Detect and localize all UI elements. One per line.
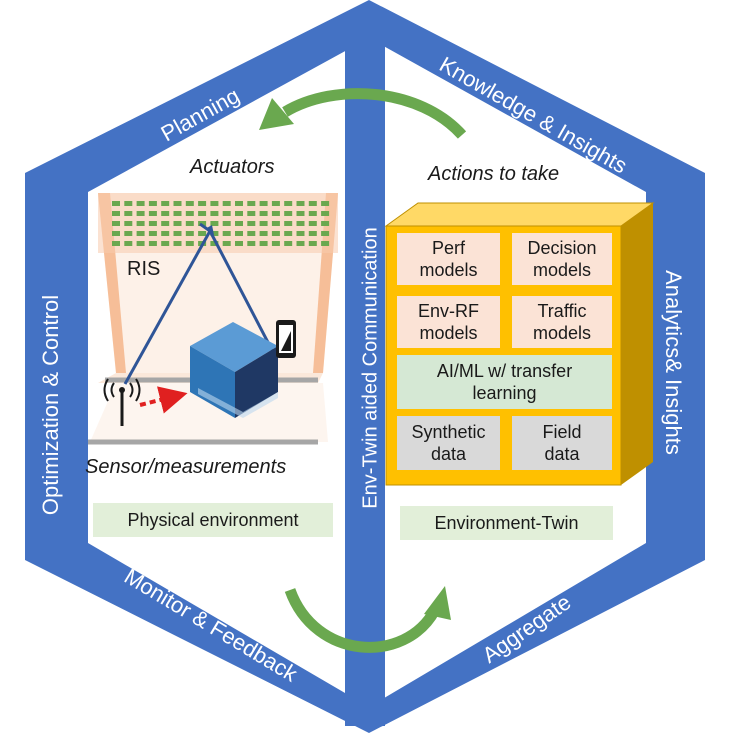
- top-arrow-head: [259, 98, 294, 130]
- ring-label-knowledge: Knowledge & Insights: [435, 52, 631, 179]
- center-divider: [345, 14, 385, 726]
- decision-models-box: Decision models: [512, 233, 612, 285]
- ris-label: RIS: [127, 258, 161, 280]
- center-label: Env-Twin aided Communication: [359, 227, 381, 508]
- ring-label-analytics: Analytics& Insights: [661, 270, 686, 455]
- environment-twin-title: Environment-Twin: [400, 506, 613, 540]
- ring-label-monitor: Monitor & Feedback: [120, 563, 303, 687]
- antenna-icon: [103, 378, 141, 426]
- actions-label: Actions to take: [428, 163, 560, 185]
- sensor-label: Sensor/measurements: [85, 456, 287, 478]
- env-rf-models-box: Env-RF models: [397, 296, 500, 348]
- top-curved-arrow: [282, 88, 467, 139]
- field-data-box: Field data: [512, 416, 612, 470]
- obstacle-cube-icon: [190, 322, 278, 418]
- ris-panel-icon: [112, 201, 330, 246]
- bottom-arrow-head: [424, 586, 451, 620]
- ring-label-optimization: Optimization & Control: [38, 295, 63, 515]
- physical-environment-title: Physical environment: [93, 503, 333, 537]
- signal-direction-arrow: [139, 386, 188, 414]
- traffic-models-box: Traffic models: [512, 296, 612, 348]
- perf-models-box: Perf models: [397, 233, 500, 285]
- aiml-box: AI/ML w/ transfer learning: [397, 355, 612, 409]
- phone-icon: [276, 320, 296, 358]
- actuators-label: Actuators: [190, 156, 275, 178]
- synthetic-data-box: Synthetic data: [397, 416, 500, 470]
- signal-rays: [123, 222, 275, 385]
- bottom-curved-arrow: [284, 587, 440, 653]
